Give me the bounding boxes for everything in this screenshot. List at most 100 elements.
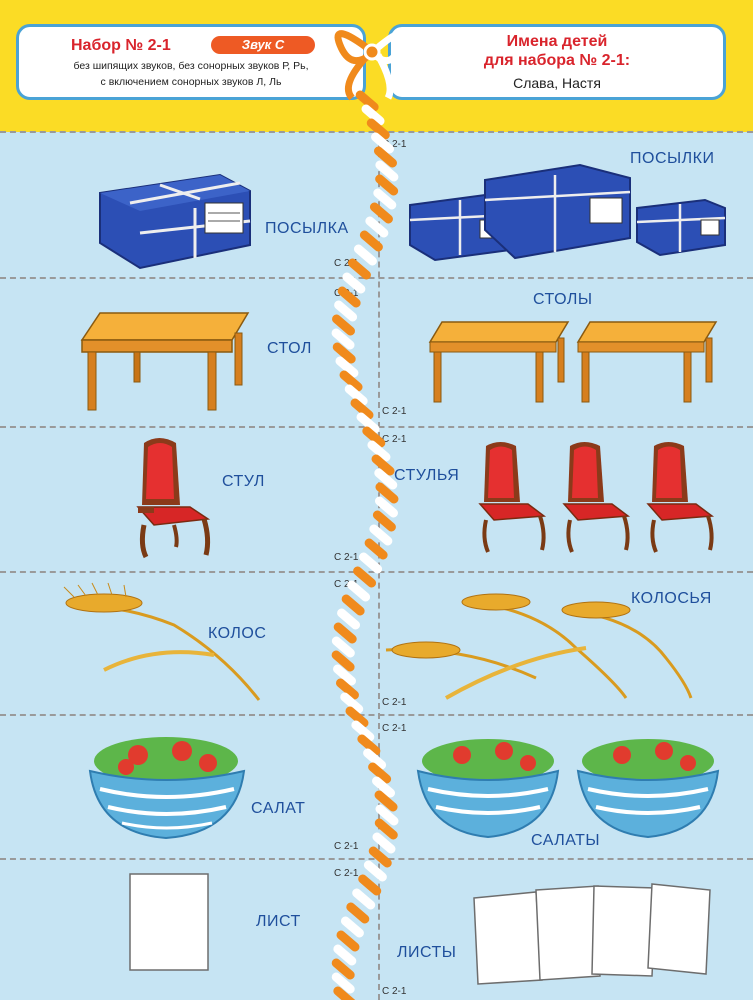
tables-icon bbox=[428, 321, 718, 403]
rope-strand bbox=[355, 90, 379, 112]
rope-strand bbox=[331, 650, 355, 672]
set-info-panel: Набор № 2-1 Звук С без шипящих звуков, б… bbox=[16, 24, 366, 100]
chairs-icon bbox=[478, 442, 715, 553]
children-names: Слава, Настя bbox=[513, 75, 601, 91]
rope-strand bbox=[356, 412, 380, 434]
rope-strand bbox=[331, 958, 355, 980]
rope-strand bbox=[347, 580, 371, 602]
rope-strand bbox=[372, 510, 396, 532]
parcel-icon bbox=[99, 173, 251, 270]
card-code: С 2-1 bbox=[382, 406, 407, 417]
rope-strand bbox=[331, 972, 355, 994]
rope-strand bbox=[359, 552, 383, 574]
rope-strand bbox=[342, 272, 366, 294]
word-plural-salads: САЛАТЫ bbox=[531, 832, 601, 849]
rope-strand bbox=[335, 678, 359, 700]
rope-strand bbox=[352, 888, 376, 910]
rope-strand bbox=[339, 370, 363, 392]
rope-strand bbox=[333, 664, 357, 686]
word-plural-ears: КОЛОСЬЯ bbox=[631, 590, 712, 607]
rope-strand bbox=[334, 300, 358, 322]
rope-strand bbox=[335, 356, 359, 378]
word-singular-sheet: ЛИСТ bbox=[256, 913, 301, 930]
description-line-1: без шипящих звуков, без сонорных звуков … bbox=[73, 60, 309, 72]
rope-strand bbox=[345, 706, 369, 728]
rope-strand bbox=[340, 916, 364, 938]
rope-strand bbox=[375, 160, 399, 182]
description-line-2: с включением сонорных звуков Л, Ль bbox=[100, 76, 282, 88]
word-singular-ear: КОЛОС bbox=[208, 625, 267, 642]
rope-strand bbox=[362, 426, 386, 448]
rope-strand bbox=[357, 734, 381, 756]
rope-strand bbox=[353, 566, 377, 588]
rope-strand bbox=[351, 720, 375, 742]
rope-strand bbox=[340, 692, 364, 714]
rope-strand bbox=[374, 818, 398, 840]
rope-strand bbox=[366, 118, 390, 140]
rope-strand bbox=[363, 748, 387, 770]
rope-strand bbox=[375, 482, 399, 504]
names-title-line-1: Имена детей bbox=[506, 33, 608, 50]
rope-strand bbox=[372, 776, 396, 798]
card-code: С 2-1 bbox=[382, 723, 407, 734]
card-code: С 2-1 bbox=[382, 986, 407, 997]
chair-icon bbox=[136, 438, 211, 559]
set-title: Набор № 2-1 bbox=[71, 37, 171, 54]
rope-strand bbox=[374, 790, 398, 812]
row-separator bbox=[0, 714, 753, 716]
rope-strand bbox=[353, 244, 377, 266]
rope-strand bbox=[368, 762, 392, 784]
rope-strand bbox=[364, 538, 388, 560]
rope-strand bbox=[347, 258, 371, 280]
rope-strand bbox=[373, 146, 397, 168]
table-icon bbox=[80, 312, 250, 411]
word-singular-salad: САЛАТ bbox=[251, 800, 306, 817]
rope-strand bbox=[359, 230, 383, 252]
rope-strand bbox=[369, 202, 393, 224]
card-code: С 2-1 bbox=[334, 258, 359, 269]
rope-bow-icon bbox=[334, 30, 406, 101]
word-singular-table: СТОЛ bbox=[267, 340, 312, 357]
rope-strand bbox=[375, 804, 399, 826]
card-code: С 2-1 bbox=[334, 552, 359, 563]
word-plural-tables: СТОЛЫ bbox=[533, 291, 593, 308]
names-panel: Имена детей для набора № 2-1: Слава, Нас… bbox=[388, 24, 726, 100]
wheat-ear-icon bbox=[63, 582, 261, 701]
rope-strand bbox=[371, 132, 395, 154]
card-code: С 2-1 bbox=[334, 579, 359, 590]
rope-strand bbox=[369, 524, 393, 546]
rope-strand bbox=[374, 496, 398, 518]
rope-strand bbox=[373, 188, 397, 210]
paper-sheets-icon bbox=[473, 883, 711, 985]
wheat-ears-icon bbox=[385, 593, 693, 700]
names-title-line-2: для набора № 2-1: bbox=[483, 52, 631, 69]
rope-strand bbox=[333, 986, 356, 1000]
rope-strand bbox=[337, 286, 361, 308]
word-singular-parcel: ПОСЫЛКА bbox=[265, 220, 349, 237]
rope-strand bbox=[337, 608, 361, 630]
card-code: С 2-1 bbox=[334, 841, 359, 852]
rope-strand bbox=[372, 832, 396, 854]
rope-strand bbox=[361, 104, 385, 126]
rope-strand bbox=[333, 622, 357, 644]
rope-strand bbox=[332, 314, 356, 336]
rope-strand bbox=[368, 846, 392, 868]
word-plural-sheets: ЛИСТЫ bbox=[397, 944, 457, 961]
rope-strand bbox=[375, 174, 399, 196]
rope-strand bbox=[341, 594, 365, 616]
salad-bowl-icon bbox=[88, 737, 246, 840]
rope-strand bbox=[358, 874, 382, 896]
rope-strand bbox=[365, 216, 389, 238]
paper-sheet-icon bbox=[129, 873, 209, 971]
rope-strand bbox=[363, 860, 387, 882]
rope-strand bbox=[371, 454, 395, 476]
rope-strand bbox=[332, 342, 356, 364]
rope-strand bbox=[331, 328, 355, 350]
rope-strand bbox=[374, 468, 398, 490]
card-code: С 2-1 bbox=[382, 697, 407, 708]
word-plural-chairs: СТУЛЬЯ bbox=[394, 467, 460, 484]
salad-bowls-icon bbox=[416, 739, 720, 839]
card-code: С 2-1 bbox=[382, 139, 407, 150]
parcels-icon bbox=[409, 163, 726, 262]
